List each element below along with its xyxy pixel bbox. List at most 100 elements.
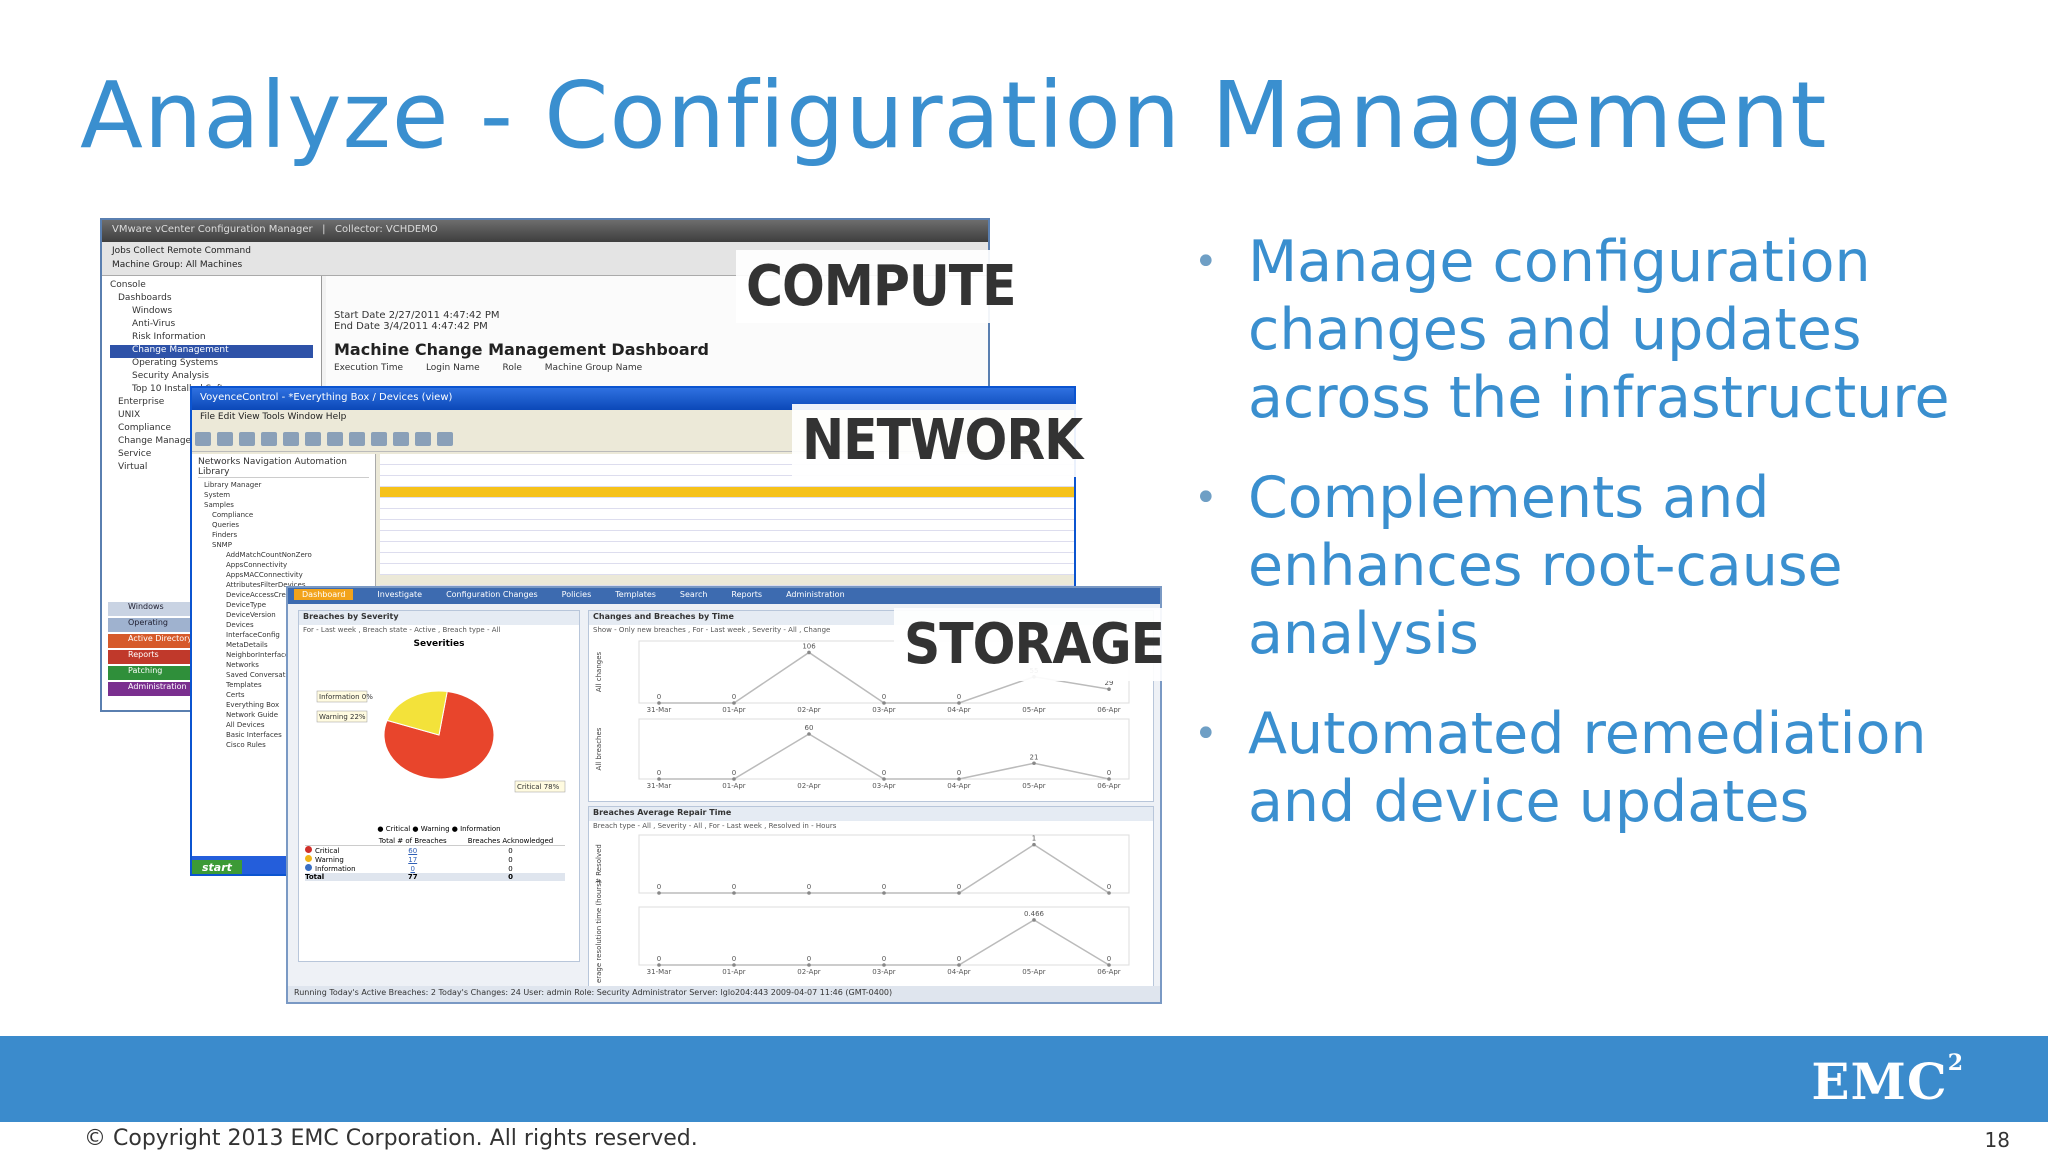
chart-point[interactable] [957,777,961,781]
storage-tab[interactable]: Investigate [377,590,423,599]
toolbar-icon[interactable] [393,432,409,446]
severity-table-cell[interactable]: 0 [369,864,456,873]
network-tree-item[interactable]: DeviceVersion [226,611,276,619]
chart-point[interactable] [807,732,811,736]
compute-tree-item[interactable]: Change Management [118,436,215,446]
network-grid-row[interactable] [380,575,1074,586]
network-grid-row[interactable] [380,520,1074,531]
chart-point[interactable] [1032,918,1036,922]
network-tree-item[interactable]: Basic Interfaces [226,731,282,739]
storage-tab[interactable]: Dashboard [294,589,354,600]
compute-toolbar-actions[interactable]: Jobs Collect Remote Command [112,246,251,256]
chart-point[interactable] [807,963,811,967]
network-tree-item[interactable]: DeviceAccessCredentials [226,591,314,599]
compute-tree-item[interactable]: Service [118,449,152,459]
chart-point[interactable] [807,650,811,655]
chart-point[interactable] [957,701,961,705]
chart-point[interactable] [957,963,961,967]
network-tree-item[interactable]: Saved Conversations [226,671,300,679]
chart-point[interactable] [732,777,736,781]
toolbar-icon[interactable] [371,432,387,446]
network-tree-item[interactable]: Queries [212,521,240,529]
compute-tree-item[interactable]: UNIX [118,410,141,420]
network-grid-row[interactable] [380,454,1074,465]
network-tree-item[interactable]: All Devices [226,721,265,729]
chart-point[interactable] [807,891,811,895]
network-grid-row[interactable] [380,553,1074,564]
compute-tree-item[interactable]: Security Analysis [132,371,209,381]
network-grid-row[interactable] [380,531,1074,542]
network-tree-item[interactable]: Templates [226,681,262,689]
network-grid-row[interactable] [380,476,1074,487]
network-grid-row[interactable] [380,487,1074,498]
network-grid-row[interactable] [380,498,1074,509]
chart-point[interactable] [657,963,661,967]
network-tree-item[interactable]: AddMatchCountNonZero [226,551,312,559]
toolbar-icon[interactable] [283,432,299,446]
compute-tree-item[interactable]: Dashboards [118,293,172,303]
compute-tree-item[interactable]: Risk Information [132,332,206,342]
network-tree-item[interactable]: Network Guide [226,711,279,719]
network-tree-item[interactable]: Everything Box [226,701,280,709]
chart-point[interactable] [732,891,736,895]
chart-point[interactable] [657,777,661,781]
chart-point[interactable] [657,701,661,705]
compute-tree-item[interactable]: Operating Systems [132,358,219,368]
start-button[interactable]: start [192,860,242,874]
toolbar-icon[interactable] [327,432,343,446]
compute-tree-item[interactable]: Change Management [110,345,313,358]
chart-point[interactable] [732,963,736,967]
chart-point[interactable] [1032,842,1036,847]
network-grid-row[interactable] [380,465,1074,476]
network-tree-item[interactable]: MetaDetails [226,641,268,649]
chart-point[interactable] [882,891,886,895]
network-tree-item[interactable]: Devices [226,621,254,629]
network-grid-row[interactable] [380,564,1074,575]
network-tree-item[interactable]: NeighborInterfaces [226,651,293,659]
storage-tab[interactable]: Administration [786,590,845,599]
network-tree-item[interactable]: DeviceType [226,601,267,609]
compute-tree-item[interactable]: Top 10 Installed Software [132,384,246,394]
network-grid-row[interactable] [380,509,1074,520]
storage-tab[interactable]: Templates [615,590,656,599]
chart-point[interactable] [1032,761,1036,766]
chart-point[interactable] [657,891,661,895]
network-tree-item[interactable]: Certs [226,691,245,699]
network-tree-item[interactable]: Compliance [212,511,254,519]
severity-table-cell[interactable]: 77 [369,873,456,881]
compute-tree-item[interactable]: Compliance [118,423,171,433]
compute-tree-item[interactable]: Windows [132,306,173,316]
storage-tab[interactable]: Search [679,590,708,599]
network-left-tabs[interactable]: Networks Navigation Automation Library [198,457,369,478]
compute-tree-item[interactable]: Console [110,280,146,290]
network-tree-item[interactable]: AppsMACConnectivity [226,571,303,579]
chart-point[interactable] [957,891,961,895]
network-tree-item[interactable]: InterfaceConfig [226,631,280,639]
chart-point[interactable] [882,701,886,705]
chart-point[interactable] [1107,891,1111,895]
severity-table-cell[interactable]: 17 [369,855,456,864]
chart-point[interactable] [1107,687,1111,691]
toolbar-icon[interactable] [437,432,453,446]
toolbar-icon[interactable] [349,432,365,446]
network-tree-item[interactable]: SNMP [212,541,232,549]
chart-point[interactable] [732,701,736,705]
chart-point[interactable] [882,777,886,781]
network-tree-item[interactable]: Library Manager [204,481,262,489]
chart-point[interactable] [1107,777,1111,781]
compute-tree-item[interactable]: Anti-Virus [132,319,176,329]
network-tree-item[interactable]: Finders [212,531,238,539]
toolbar-icon[interactable] [195,432,211,446]
compute-tree-item[interactable]: Enterprise [118,397,165,407]
storage-tab[interactable]: Reports [731,590,763,599]
severity-table-cell[interactable]: 60 [369,846,456,856]
toolbar-icon[interactable] [305,432,321,446]
chart-point[interactable] [1107,963,1111,967]
toolbar-icon[interactable] [239,432,255,446]
network-tree-item[interactable]: AttributesFilterDevices [226,581,306,589]
network-grid-row[interactable] [380,542,1074,553]
network-tree-item[interactable]: AppsConnectivity [226,561,288,569]
toolbar-icon[interactable] [261,432,277,446]
network-tree-item[interactable]: Samples [204,501,234,509]
